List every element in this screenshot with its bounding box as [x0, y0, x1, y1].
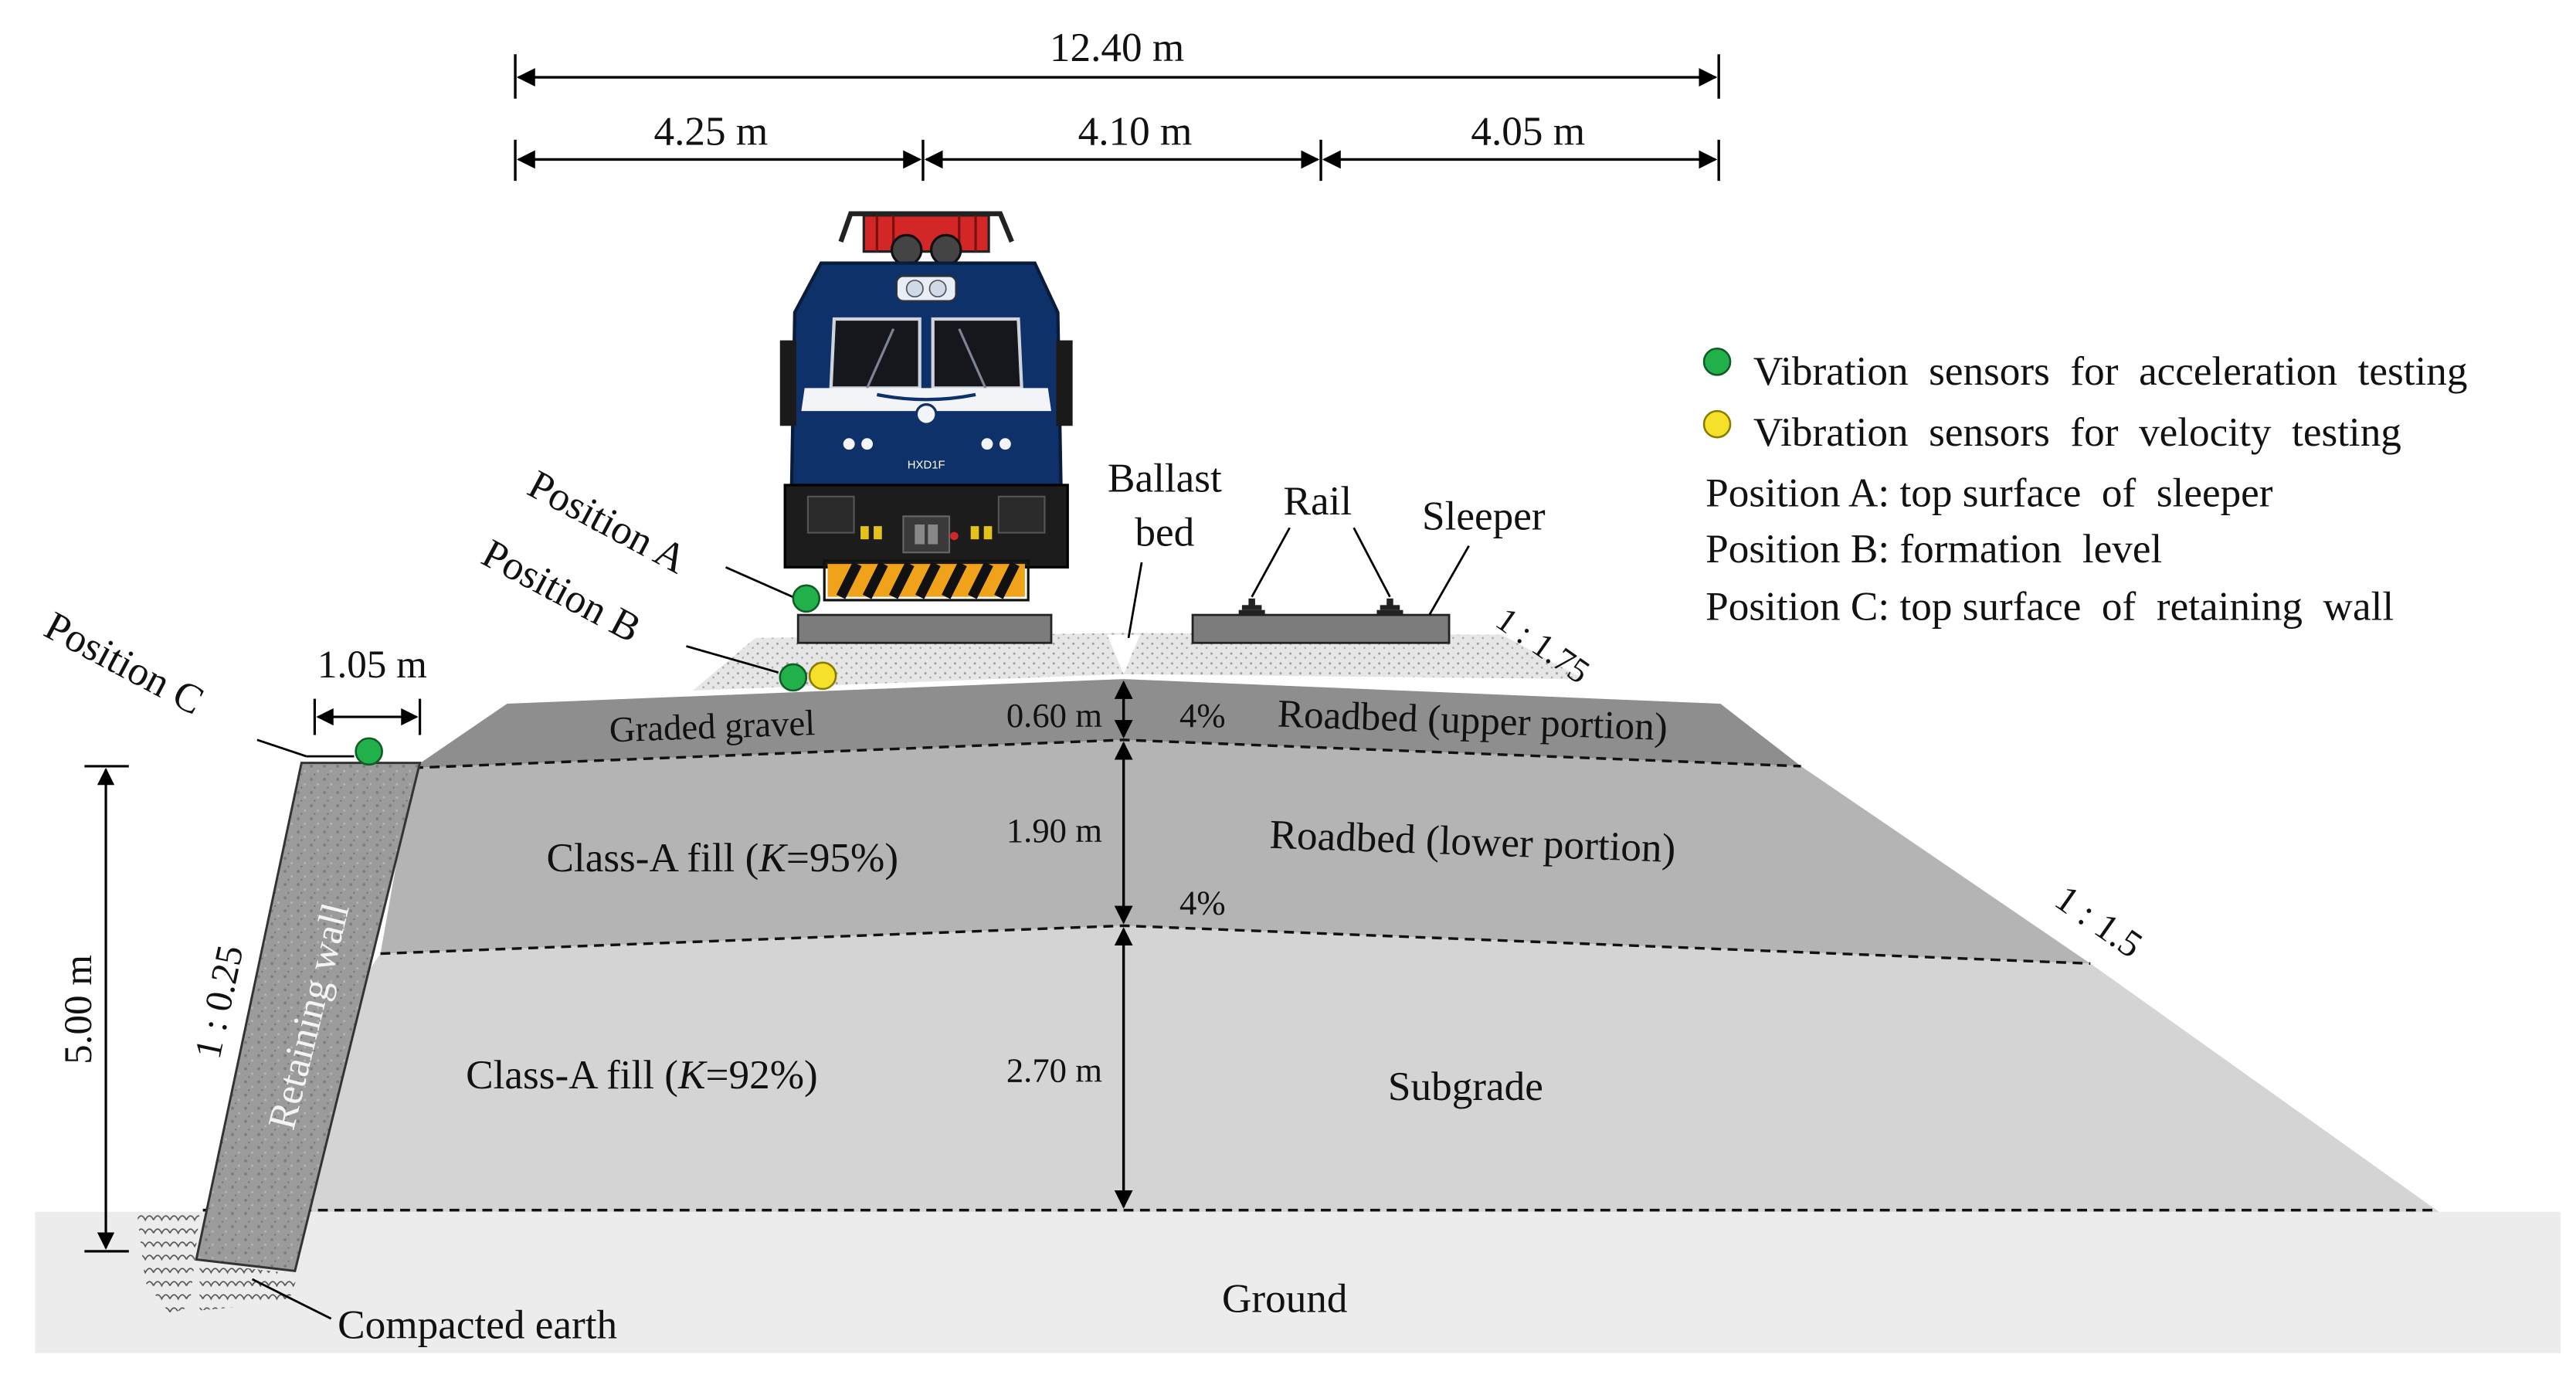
position-c-label: Position C	[37, 603, 211, 724]
ground-label: Ground	[1222, 1276, 1348, 1322]
legend-position-c: Position C: top surface of retaining wal…	[1705, 583, 2394, 629]
subgrade-label: Subgrade	[1388, 1064, 1543, 1109]
ballast-bed-label-line2: bed	[1135, 510, 1194, 555]
dim-middle-label: 4.10 m	[1078, 108, 1193, 154]
dimension-wall-height: 5.00 m	[56, 765, 129, 1253]
legend: Vibration sensors for acceleration testi…	[1702, 347, 2468, 629]
dim-right-label: 4.05 m	[1471, 108, 1585, 154]
sensor-acceleration-b	[779, 663, 808, 692]
class-a-92-prefix: Class-A fill (	[466, 1052, 678, 1098]
ballast-bed	[692, 633, 1584, 691]
ground-band	[35, 1211, 2561, 1353]
ballast-bed-leader	[1127, 562, 1143, 639]
sensor-acceleration-a	[792, 584, 821, 613]
compacted-earth-area	[137, 1213, 200, 1314]
rail-leader-right	[1352, 527, 1391, 598]
dim-wall-height-label: 5.00 m	[56, 955, 100, 1064]
legend-velocity-icon	[1702, 409, 1732, 439]
ballast-bed-label-line1: Ballast	[1108, 455, 1222, 501]
legend-position-b: Position B: formation level	[1705, 526, 2162, 572]
locomotive-plate: HXD1F	[908, 460, 945, 472]
compacted-earth-leader	[251, 1278, 332, 1320]
class-a-92-k: K	[677, 1052, 708, 1098]
class-a-92-suffix: =92%)	[706, 1052, 818, 1098]
class-a-95-label: Class-A fill (K=95%)	[546, 835, 898, 881]
dim-wall-top-label: 1.05 m	[317, 643, 427, 687]
dimension-wall-top: 1.05 m	[313, 643, 427, 735]
rail-label: Rail	[1283, 478, 1352, 524]
sensor-velocity-b	[808, 661, 837, 691]
boundary-upper	[413, 738, 1801, 769]
compacted-earth-label: Compacted earth	[338, 1302, 617, 1348]
dim-graded-gravel-label: 0.60 m	[1006, 696, 1102, 735]
compacted-earth-area-2	[199, 1262, 299, 1311]
boundary-lower	[380, 924, 2091, 966]
roadbed-lower-layer	[380, 739, 2091, 964]
locomotive-icon: HXD1F	[779, 211, 1073, 602]
graded-gravel-label: Graded gravel	[609, 703, 816, 750]
legend-acceleration-icon	[1702, 347, 1732, 376]
crossfall-upper-label: 4%	[1179, 696, 1226, 735]
position-c-leader	[256, 738, 307, 758]
dimension-layers: 0.60 m 1.90 m 2.70 m	[1006, 680, 1133, 1209]
legend-acceleration-text: Vibration sensors for acceleration testi…	[1753, 348, 2468, 394]
position-a-leader	[725, 566, 797, 600]
class-a-95-prefix: Class-A fill (	[546, 835, 759, 881]
sleeper-label: Sleeper	[1422, 493, 1546, 538]
dimension-top: 12.40 m 4.25 m 4.10 m 4.05 m	[514, 25, 1720, 182]
subgrade-layer	[202, 925, 2439, 1212]
rail-leader-left	[1251, 527, 1291, 598]
rail-left-icon	[1238, 598, 1265, 616]
sleeper-left	[796, 613, 1053, 644]
legend-velocity-text: Vibration sensors for velocity testing	[1753, 409, 2401, 455]
crossfall-lower-label: 4%	[1179, 883, 1226, 922]
class-a-95-k: K	[758, 835, 788, 881]
rail-right-icon	[1376, 598, 1403, 616]
dim-roadbed-lower-label: 1.90 m	[1006, 811, 1102, 850]
ballast-notch	[1107, 634, 1140, 674]
sleeper-right	[1191, 613, 1451, 644]
dim-subgrade-label: 2.70 m	[1006, 1051, 1102, 1090]
graded-gravel-layer	[413, 679, 1801, 769]
dim-total-label: 12.40 m	[1050, 25, 1184, 70]
sensor-acceleration-c	[355, 737, 383, 766]
retaining-wall	[195, 762, 422, 1273]
legend-position-a: Position A: top surface of sleeper	[1705, 470, 2273, 516]
dim-left-label: 4.25 m	[653, 108, 768, 154]
class-a-92-label: Class-A fill (K=92%)	[466, 1052, 818, 1098]
sleeper-leader	[1428, 545, 1470, 616]
class-a-95-suffix: =95%)	[786, 835, 898, 881]
position-b-leader	[686, 645, 779, 674]
